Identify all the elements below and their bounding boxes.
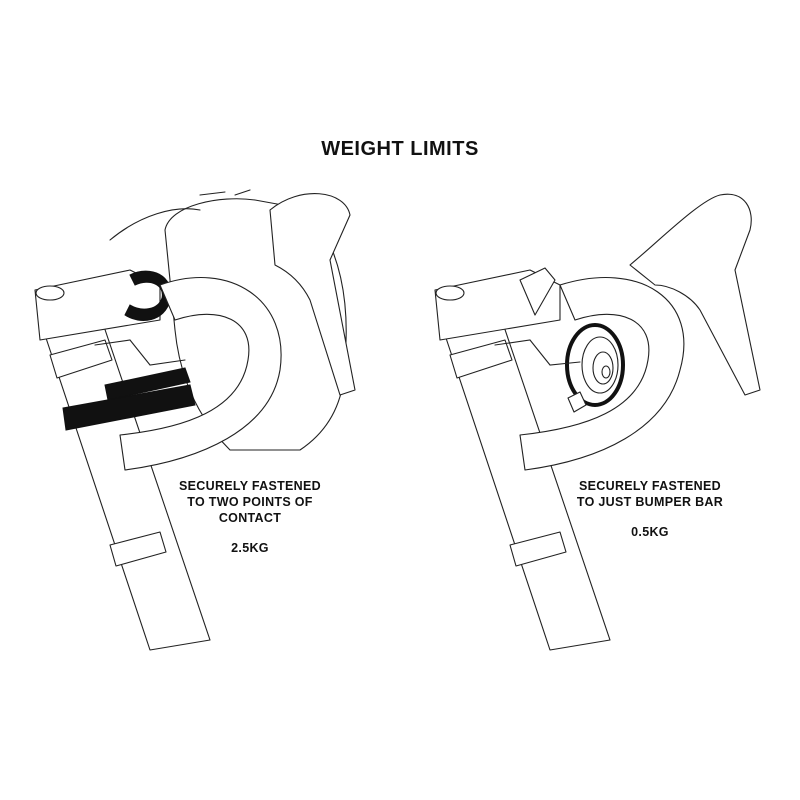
weight-limit-right: 0.5KG: [631, 525, 669, 539]
brake-hood: [269, 193, 356, 396]
right-caption: SECURELY FASTENED TO JUST BUMPER BAR 0.5…: [560, 478, 740, 540]
drop-bar: [519, 277, 685, 471]
clamp: [124, 270, 172, 321]
weight-limit-left: 2.5KG: [231, 541, 269, 555]
clamp: [519, 267, 556, 316]
brake-hood: [629, 193, 761, 396]
rolled-item: [565, 323, 625, 407]
drop-bar: [119, 276, 282, 471]
left-caption: SECURELY FASTENED TO TWO POINTS OF CONTA…: [160, 478, 340, 556]
caption-line: TO TWO POINTS OF: [187, 495, 313, 509]
page-title: WEIGHT LIMITS: [321, 138, 479, 160]
caption-line: CONTACT: [218, 511, 282, 525]
caption-line: SECURELY FASTENED: [579, 479, 721, 493]
caption-line: SECURELY FASTENED: [179, 479, 321, 493]
strap-upper: [104, 367, 191, 401]
caption-line: TO JUST BUMPER BAR: [576, 495, 724, 509]
strap-lower: [62, 384, 196, 431]
